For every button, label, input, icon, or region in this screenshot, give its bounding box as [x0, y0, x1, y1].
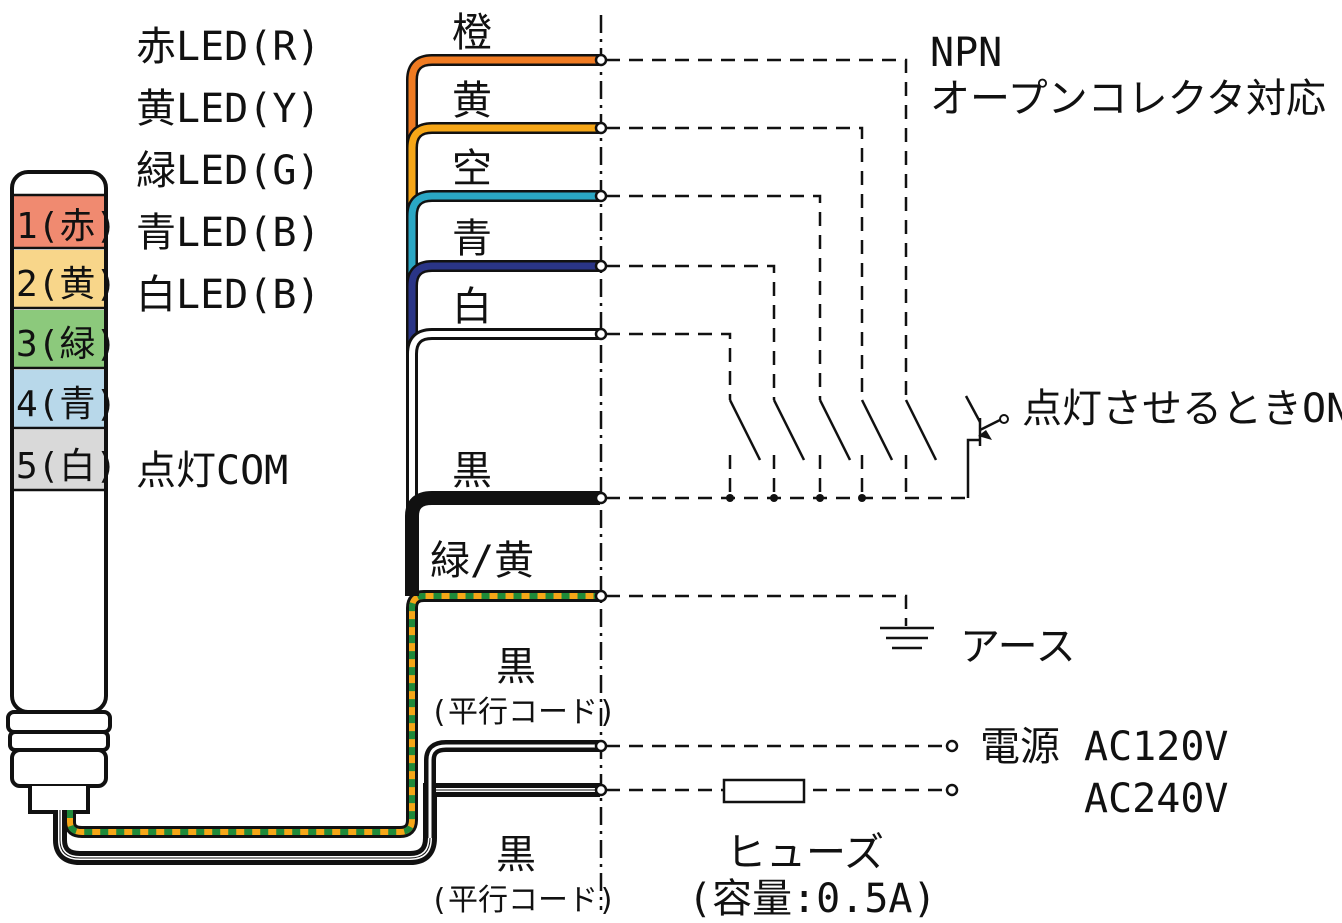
wire-label-blue: 青 — [452, 216, 492, 262]
legend-com: 点灯COM — [136, 448, 288, 494]
wire-label-yellow: 黄 — [452, 78, 492, 124]
wire-yellow — [408, 124, 600, 596]
fuse-symbol — [722, 778, 806, 804]
tower-label-5: 5(白) — [16, 446, 117, 487]
tower-segment-3 — [14, 310, 104, 367]
tower-label-2: 2(黄) — [16, 264, 117, 305]
transistor-note: 点灯させるときON — [1022, 386, 1342, 432]
fuse-label: ヒューズ — [726, 830, 884, 876]
legend-white: 白LED(B) — [136, 272, 321, 318]
power-label: 電源 — [980, 724, 1060, 770]
wire-blue — [408, 262, 600, 596]
signal-wires — [405, 54, 600, 596]
cord2-label: 黒 — [496, 832, 536, 878]
legend-blue: 青LED(B) — [136, 210, 321, 256]
legend-red: 赤LED(R) — [136, 24, 321, 70]
tower-label-3: 3(緑) — [16, 324, 117, 365]
signal-tower: 1(赤) 2(黄) 3(緑) 4(青) 5(白) — [6, 170, 117, 814]
wire-label-black: 黒 — [452, 448, 492, 494]
wire-orange — [408, 56, 600, 596]
power-v2: AC240V — [1084, 776, 1229, 822]
npn-line2: オープンコレクタ対応 — [930, 76, 1326, 122]
cord1-label: 黒 — [496, 644, 536, 690]
earth-label: アース — [960, 624, 1076, 670]
tower-segment-2 — [14, 250, 104, 307]
wire-label-sky: 空 — [452, 146, 492, 192]
cord1-sublabel: (平行コード) — [430, 695, 616, 730]
right-notes: NPN オープンコレクタ対応 点灯させるときON アース 電源 AC120V A… — [688, 30, 1342, 922]
wire-white — [409, 331, 600, 596]
wire-black — [405, 491, 600, 596]
dashed-connections — [606, 58, 1009, 804]
tower-segment-4 — [14, 370, 104, 427]
wire-label-green-yellow: 緑/黄 — [430, 538, 534, 584]
power-v1: AC120V — [1084, 724, 1229, 770]
wire-label-orange: 橙 — [452, 10, 492, 56]
tower-label-4: 4(青) — [16, 384, 117, 425]
legend-green: 緑LED(G) — [136, 148, 321, 194]
wire-sky — [408, 192, 600, 596]
fuse-capacity: (容量:0.5A) — [688, 876, 937, 922]
cord2-sublabel: (平行コード) — [430, 883, 616, 918]
tower-segment-1 — [14, 195, 104, 247]
cable-bundle — [53, 590, 600, 865]
wire-label-white: 白 — [452, 284, 492, 330]
led-legend: 赤LED(R) 黄LED(Y) 緑LED(G) 青LED(B) 白LED(B) … — [136, 24, 321, 494]
tower-segment-5 — [14, 430, 104, 490]
npn-line1: NPN — [930, 30, 1002, 76]
legend-yellow: 黄LED(Y) — [136, 86, 321, 132]
tower-label-1: 1(赤) — [16, 206, 117, 247]
wire-labels: 橙 黄 空 青 白 黒 緑/黄 黒 (平行コード) 黒 (平行コード) — [430, 10, 616, 918]
